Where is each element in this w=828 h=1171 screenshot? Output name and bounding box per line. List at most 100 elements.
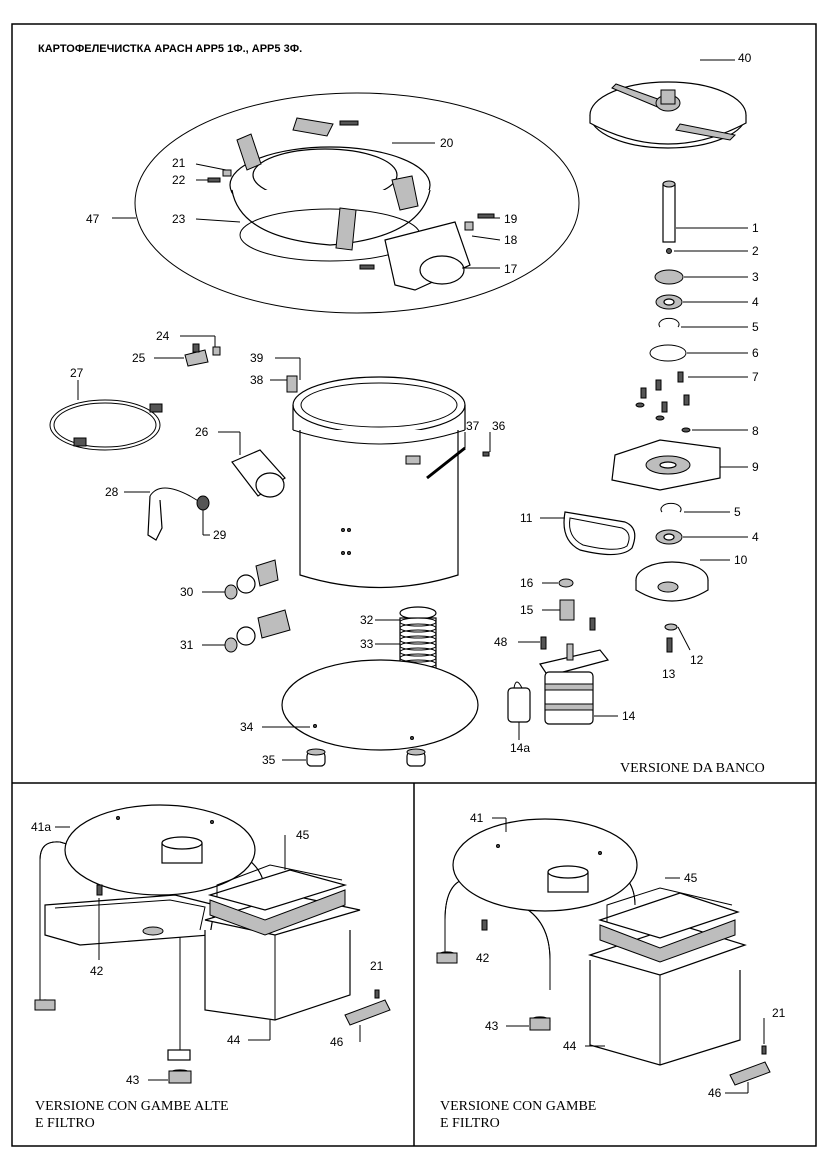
high-legs-stand: 41a 42 43 (31, 804, 266, 1087)
callout-l45: 45 (296, 828, 310, 842)
caption-right-line2: E FILTRO (440, 1116, 500, 1131)
callout-48: 48 (494, 635, 508, 649)
diagram-title: КАРТОФЕЛЕЧИСТКА APACH APP5 1Ф., APP5 3Ф. (38, 43, 302, 55)
screw-21 (222, 169, 232, 177)
callout-40: 40 (738, 51, 752, 65)
leader-12 (677, 626, 691, 651)
foot-plate (167, 1049, 191, 1061)
tray-drain (142, 926, 164, 936)
washers-8 (635, 402, 691, 433)
caption-right-line1: VERSIONE CON GAMBE (440, 1099, 596, 1114)
bracket-hub-bore (659, 461, 677, 469)
callout-28: 28 (105, 485, 119, 499)
bearing-upper-bore (663, 298, 675, 306)
washer-8a (635, 402, 645, 408)
circlip-upper (658, 317, 680, 328)
filter-basket-right-walls (606, 887, 733, 922)
callout-8: 8 (752, 424, 759, 438)
filter-handle-left (344, 999, 391, 1026)
stand-plate-hole-a (116, 816, 120, 820)
callout-r44: 44 (563, 1039, 577, 1053)
drum-rivet-c (341, 551, 345, 555)
loading-chute-mouth (419, 255, 465, 285)
callout-47: 47 (86, 212, 100, 226)
drum-body (292, 405, 466, 589)
lid-body (231, 189, 431, 246)
foot-35-a-top (306, 748, 326, 756)
drive-shaft-top (662, 180, 676, 188)
shaft-seal (654, 269, 684, 285)
base-plate (281, 659, 479, 751)
motor-mount-plate (539, 649, 610, 677)
callout-33: 33 (360, 637, 374, 651)
callout-15: 15 (520, 603, 534, 617)
callout-22: 22 (172, 173, 186, 187)
motor-screw-48 (540, 636, 547, 650)
motor-band-a (544, 683, 594, 691)
switch-body-31 (257, 609, 291, 639)
circlip-lower (660, 502, 682, 513)
stand-plate-hole-b (210, 820, 214, 824)
filter-box-right-body (589, 960, 741, 1066)
lid-clip-right (391, 175, 419, 211)
filter-box-right: 44 45 21 46 (563, 871, 786, 1100)
rstand-foot-b-body (529, 1017, 551, 1031)
lid-callouts: 47 20 21 22 23 19 18 17 (86, 136, 518, 276)
leader-23 (195, 218, 241, 223)
leg-left-tube-fill (39, 841, 71, 1005)
peeling-drum: 38 39 37 36 (250, 351, 506, 589)
lid-clip-top (292, 117, 334, 137)
abrasive-disk-and-shaft: 40 1 2 3 4 5 6 7 (520, 51, 759, 681)
drive-belt-inner (569, 517, 630, 550)
callout-19: 19 (504, 212, 518, 226)
filter-box-left-body (204, 930, 351, 1021)
callout-20: 20 (440, 136, 454, 150)
screw-mid (359, 264, 375, 270)
caption-left-line2: E FILTRO (35, 1116, 95, 1131)
bearing-lower-bore (663, 533, 675, 541)
callout-l41a: 41a (31, 820, 51, 834)
o-ring (649, 344, 687, 362)
lid-group-ellipse (134, 92, 580, 314)
drain-outlet-mouth (255, 472, 285, 498)
base-hole-a (313, 724, 317, 728)
rleg-front (519, 904, 551, 990)
callout-l43: 43 (126, 1073, 140, 1087)
switch-knob-31 (224, 637, 238, 653)
disk-hub-post (660, 89, 676, 105)
callout-3: 3 (752, 270, 759, 284)
fitting-24 (212, 346, 221, 356)
callout-2: 2 (752, 244, 759, 258)
stand-foot-a-body (34, 999, 56, 1011)
bellows-rib (399, 635, 437, 645)
switch-body-30 (255, 559, 279, 587)
callout-r42: 42 (476, 951, 490, 965)
washer-8b (655, 415, 665, 421)
rstand-hole-b (598, 851, 602, 855)
bellows-rib (399, 641, 437, 651)
callout-r46: 46 (708, 1086, 722, 1100)
filter-handle-right (729, 1061, 771, 1086)
callout-18: 18 (504, 233, 518, 247)
water-hose-inner (53, 402, 157, 448)
rstand-screw-42 (481, 919, 488, 931)
capacitor-wires (513, 681, 523, 689)
switch-plate-30 (236, 574, 256, 594)
callout-4: 4 (752, 295, 759, 309)
pulley-bolt (666, 637, 673, 653)
drum-rivet-a (341, 528, 345, 532)
callout-10: 10 (734, 553, 748, 567)
callout-16: 16 (520, 576, 534, 590)
nut-18 (464, 221, 474, 231)
callout-l42: 42 (90, 964, 104, 978)
callout-29: 29 (213, 528, 227, 542)
screw-7c (640, 387, 647, 399)
callout-14: 14 (622, 709, 636, 723)
filter-basket-left-top (207, 869, 348, 911)
callout-l44: 44 (227, 1033, 241, 1047)
drum-top-rim-outer (292, 376, 466, 434)
lid-clip-left (236, 133, 262, 171)
motor-pulley-15 (559, 599, 575, 621)
screw-7d (661, 401, 668, 413)
